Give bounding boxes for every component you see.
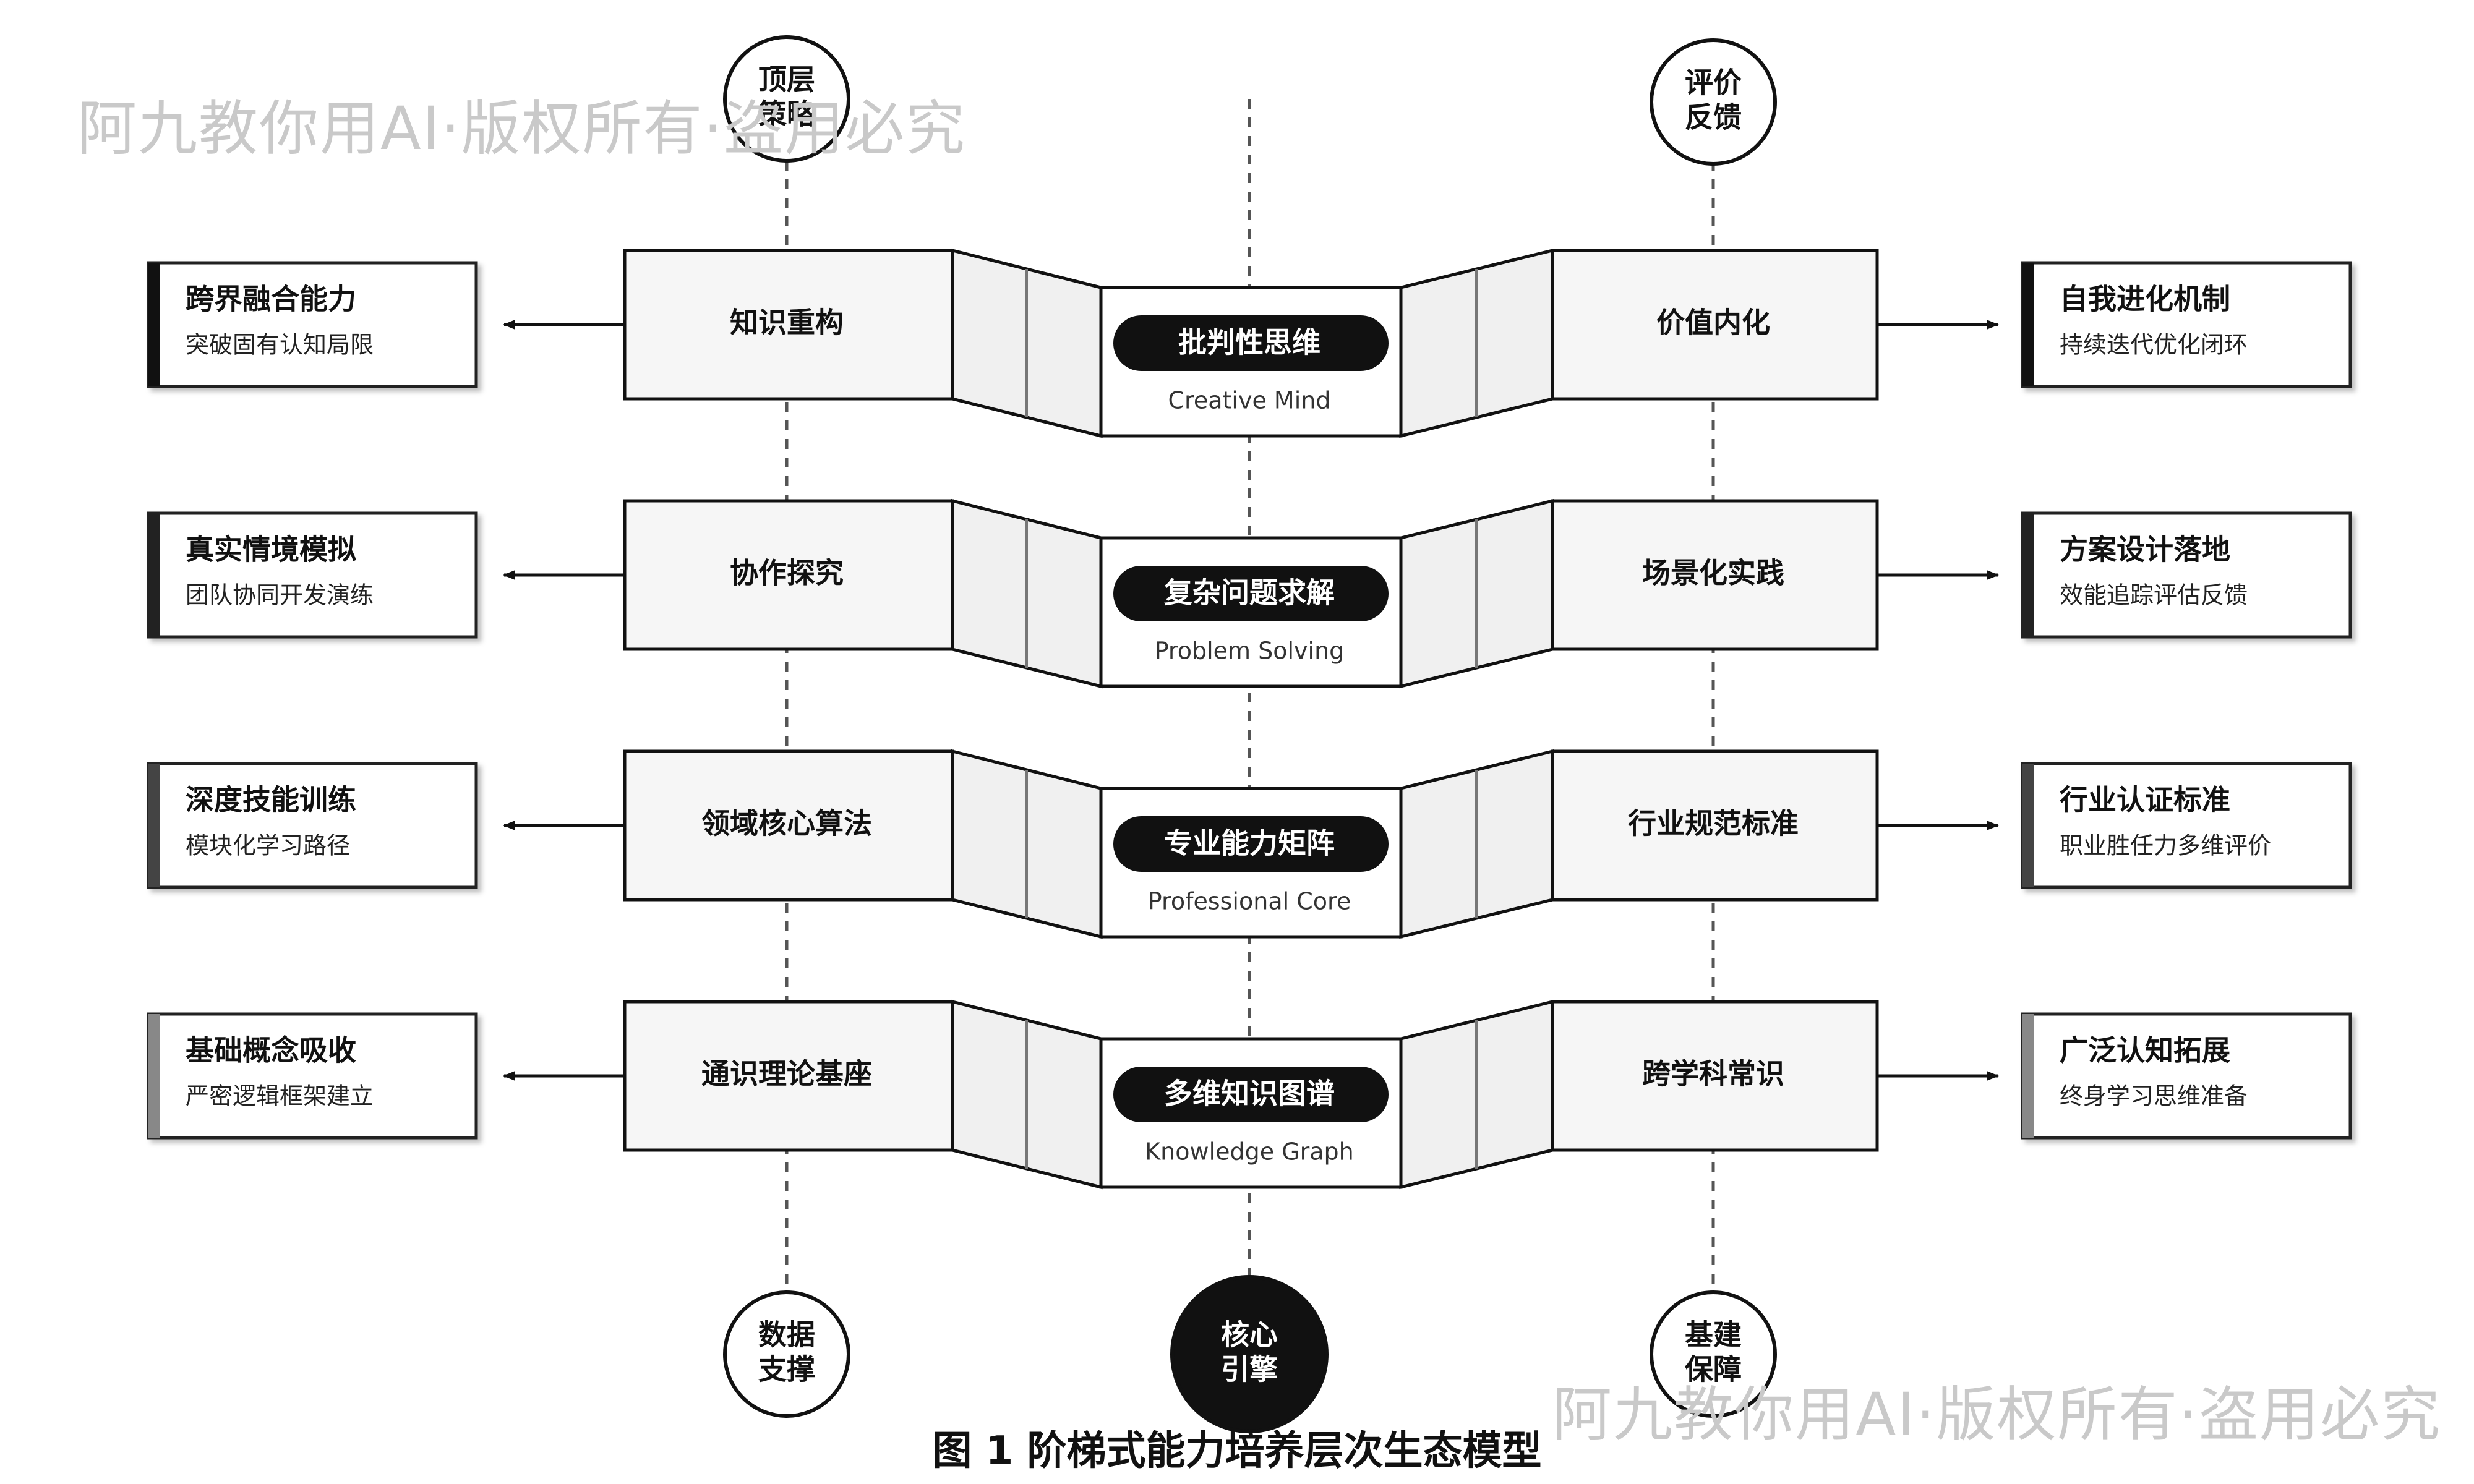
left-card-title: 真实情境模拟 [186,533,356,566]
left-label: 知识重构 [730,306,844,339]
center-subtitle: Knowledge Graph [1145,1138,1354,1166]
layer-row-1: 批判性思维 Creative Mind 知识重构 价值内化 跨界融合能力突破固有认知局限… [147,248,2352,438]
left-card-accent-bar [148,513,160,637]
right-card-desc: 持续迭代优化闭环 [2060,331,2248,359]
right-panel [1551,1000,1879,1152]
layer-row-3: 专业能力矩阵 Professional Core 领域核心算法 行业规范标准 深度技能训… [147,749,2352,939]
right-card-title: 行业认证标准 [2060,783,2230,817]
bottom-node-left-label-1: 数据 [758,1318,815,1352]
left-label: 协作探究 [730,556,844,590]
right-card-title: 广泛认知拓展 [2060,1034,2230,1067]
left-panel [623,749,954,902]
left-card-box [147,261,478,388]
left-card-box [147,762,478,889]
right-card-box [2021,511,2352,639]
left-card-title: 跨界融合能力 [186,283,356,316]
figure-caption: 图 1 阶梯式能力培养层次生态模型 [932,1428,1542,1474]
bottom-node-center-circle [1170,1275,1329,1433]
bottom-node-center-label-1: 核心 [1221,1318,1278,1352]
right-card-title: 自我进化机制 [2060,283,2230,316]
bottom-node-left-circle [723,1290,850,1418]
layer-stack: 批判性思维 Creative Mind 知识重构 价值内化 跨界融合能力突破固有认知局限… [147,248,2352,1190]
center-title-pill [1113,315,1389,371]
right-card-box [2021,1012,2352,1140]
left-card-accent-bar [148,764,160,887]
top-node-right-circle [1650,38,1777,166]
center-title-pill [1113,816,1389,872]
bottom-node-right-label-1: 基建 [1685,1318,1742,1352]
watermark-bottom: 阿九教你用AI·版权所有·盗用必究 [1552,1380,2442,1449]
right-card-desc: 职业胜任力多维评价 [2060,832,2271,859]
bottom-node-right-circle [1650,1290,1777,1418]
left-card-box [147,511,478,639]
bottom-node-center-label-2: 引擎 [1221,1353,1278,1386]
top-node-left-label-2: 策略 [758,98,816,131]
left-card-title: 深度技能训练 [186,783,356,817]
left-card-desc: 团队协同开发演练 [186,582,374,609]
right-label: 价值内化 [1656,306,1770,339]
right-card-box [2021,261,2352,388]
center-title: 复杂问题求解 [1164,576,1335,610]
right-card-accent-bar [2022,513,2034,637]
left-card-desc: 突破固有认知局限 [186,331,374,359]
center-subtitle: Problem Solving [1155,638,1345,665]
right-label: 行业规范标准 [1628,807,1799,840]
center-title: 多维知识图谱 [1164,1077,1335,1111]
left-label: 领域核心算法 [701,807,872,840]
right-panel [1551,249,1879,401]
center-title-pill [1113,1067,1389,1122]
left-label: 通识理论基座 [701,1057,872,1091]
center-subtitle: Creative Mind [1168,387,1331,414]
left-card-title: 基础概念吸收 [186,1034,356,1067]
top-node-right-label-1: 评价 [1685,66,1742,100]
center-title-pill [1113,566,1389,621]
right-label: 跨学科常识 [1642,1057,1784,1091]
right-card-desc: 终身学习思维准备 [2060,1083,2248,1110]
center-title: 批判性思维 [1178,326,1320,359]
left-card-desc: 模块化学习路径 [186,832,350,859]
right-card-accent-bar [2022,764,2034,887]
top-node-left-circle [723,35,850,163]
left-card-accent-bar [148,1014,160,1138]
left-card-accent-bar [148,263,160,386]
left-card-desc: 严密逻辑框架建立 [186,1083,374,1110]
center-subtitle: Professional Core [1148,888,1351,915]
layer-row-2: 复杂问题求解 Problem Solving 协作探究 场景化实践 真实情境模拟团队协同… [147,498,2352,689]
bottom-node-left-label-2: 支撑 [758,1353,815,1386]
top-node-left-label-1: 顶层 [758,63,815,96]
top-node-right-label-2: 反馈 [1685,101,1742,134]
left-panel [623,1000,954,1152]
right-panel [1551,499,1879,651]
left-card-box [147,1012,478,1140]
layer-row-4: 多维知识图谱 Knowledge Graph 通识理论基座 跨学科常识 基础概念吸收严密… [147,999,2352,1190]
bottom-node-right-label-2: 保障 [1685,1353,1742,1386]
right-card-title: 方案设计落地 [2060,533,2230,566]
right-card-box [2021,762,2352,889]
watermark-top: 阿九教你用AI·版权所有·盗用必究 [77,94,967,163]
center-title: 专业能力矩阵 [1164,827,1335,860]
right-card-accent-bar [2022,263,2034,386]
right-card-desc: 效能追踪评估反馈 [2060,582,2248,609]
right-card-accent-bar [2022,1014,2034,1138]
right-label: 场景化实践 [1642,556,1784,590]
